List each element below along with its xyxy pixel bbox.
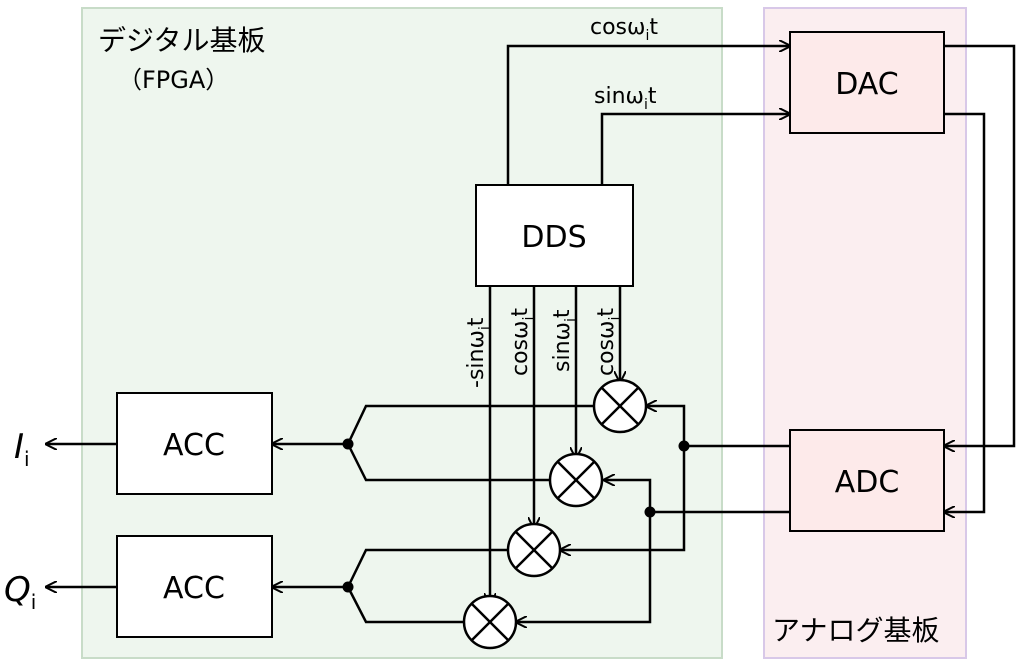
adc-label: ADC: [835, 465, 900, 500]
acc-i-label: ACC: [163, 428, 225, 463]
digital-board-subtitle: （FPGA）: [118, 66, 229, 94]
output-i-label: Ii: [14, 427, 30, 471]
mixer2-to-sum-i: [346, 443, 550, 482]
sin-lo-label: sinωit: [550, 309, 579, 372]
dds-label: DDS: [521, 220, 586, 255]
adc-out2-to-mixer4: [516, 512, 652, 622]
mixer-3: [506, 522, 562, 578]
analog-board-title: アナログ基板: [772, 614, 939, 647]
adc-out1-to-mixer3: [560, 446, 686, 550]
dac-label: DAC: [835, 67, 899, 102]
cos-to-dac-wire: [506, 46, 790, 185]
sum-q-junction: [342, 581, 354, 593]
sum-i-junction: [342, 438, 354, 450]
digital-board-title: デジタル基板: [98, 24, 265, 57]
cos-lo-label-2: cosωit: [594, 308, 623, 376]
mixer1-to-sum-i: [346, 404, 594, 445]
sin-top-label: sinωit: [594, 84, 657, 113]
adc-out1-junction: [678, 440, 690, 452]
mixer4-to-sum-q: [346, 586, 464, 624]
dac-out1-to-adc-wire: [944, 44, 1016, 446]
acc-q-label: ACC: [163, 571, 225, 606]
sin-to-dac-wire: [600, 114, 790, 185]
mixer3-to-sum-q: [346, 548, 508, 588]
neg-sin-lo-label: -sinωit: [464, 317, 493, 388]
dac-block: [789, 31, 945, 134]
acc-q-block: [116, 535, 273, 638]
adc-block: [789, 429, 945, 532]
mixer-1: [592, 378, 648, 434]
dac-out2-to-adc-wire: [944, 112, 986, 512]
adc-out2-to-mixer2: [604, 480, 652, 512]
dds-block: [475, 184, 634, 287]
mixer-2: [548, 452, 604, 508]
output-q-label: Qi: [4, 570, 36, 614]
cos-lo-label-1: cosωit: [508, 308, 537, 376]
cos-top-label: cosωit: [590, 15, 658, 44]
mixer-4: [462, 594, 518, 650]
adc-out2-junction: [644, 506, 656, 518]
adc-out1-to-mixer1: [646, 406, 686, 446]
